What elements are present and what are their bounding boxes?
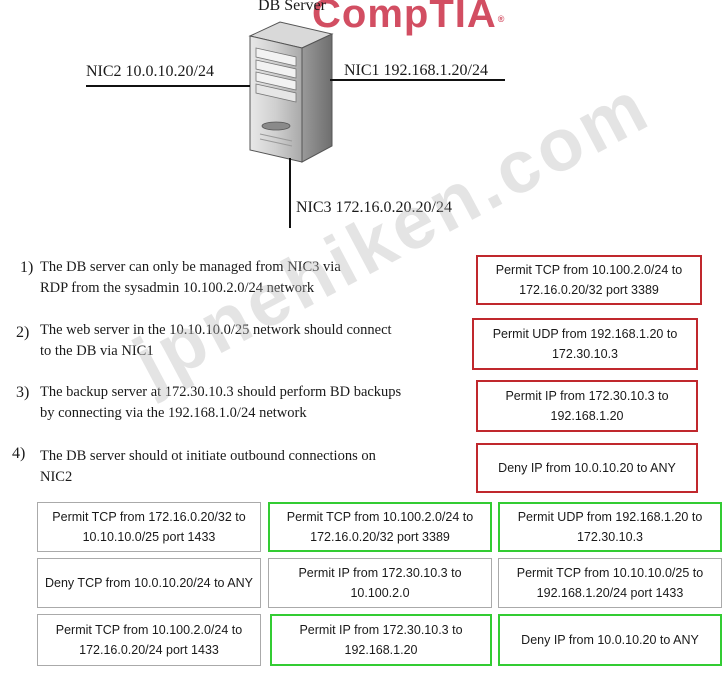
requirement-number: 3): [16, 384, 30, 401]
option-tile[interactable]: Permit TCP from 172.16.0.20/32 to 10.10.…: [37, 502, 261, 552]
requirement-text: The backup server at 172.30.10.3 should …: [40, 384, 402, 421]
option-tile[interactable]: Permit TCP from 10.10.10.0/25 to 192.168…: [498, 558, 722, 608]
answer-slot-3[interactable]: Permit IP from 172.30.10.3 to 192.168.1.…: [476, 380, 698, 432]
requirement-number: 1): [20, 259, 34, 276]
nic2-label: NIC2 10.0.10.20/24: [86, 63, 214, 80]
diagram-title: DB Server: [258, 0, 326, 14]
requirement-number: 4): [12, 445, 26, 462]
option-tile-selected[interactable]: Permit IP from 172.30.10.3 to 192.168.1.…: [270, 614, 492, 666]
answer-slot-2[interactable]: Permit UDP from 192.168.1.20 to 172.30.1…: [472, 318, 698, 370]
answer-slot-4[interactable]: Deny IP from 10.0.10.20 to ANY: [476, 443, 698, 493]
server-icon: [248, 21, 334, 163]
option-tile-selected[interactable]: Permit UDP from 192.168.1.20 to 172.30.1…: [498, 502, 722, 552]
comptia-logo: CompTIA®: [312, 0, 506, 36]
requirement-number: 2): [16, 324, 30, 341]
nic1-line: [330, 79, 505, 81]
nic1-label: NIC1 192.168.1.20/24: [344, 62, 488, 79]
requirement-text: The DB server should ot initiate outboun…: [40, 448, 376, 485]
option-tile-selected[interactable]: Permit TCP from 10.100.2.0/24 to 172.16.…: [268, 502, 492, 552]
answer-slot-1[interactable]: Permit TCP from 10.100.2.0/24 to 172.16.…: [476, 255, 702, 305]
requirement-text: The web server in the 10.10.10.0/25 netw…: [40, 322, 392, 359]
requirement-text: The DB server can only be managed from N…: [40, 259, 341, 296]
nic2-line: [86, 85, 250, 87]
nic3-label: NIC3 172.16.0.20.20/24: [296, 199, 452, 216]
option-tile[interactable]: Permit IP from 172.30.10.3 to 10.100.2.0: [268, 558, 492, 608]
option-tile-selected[interactable]: Deny IP from 10.0.10.20 to ANY: [498, 614, 722, 666]
option-tile[interactable]: Permit TCP from 10.100.2.0/24 to 172.16.…: [37, 614, 261, 666]
nic3-line: [289, 158, 291, 228]
option-tile[interactable]: Deny TCP from 10.0.10.20/24 to ANY: [37, 558, 261, 608]
